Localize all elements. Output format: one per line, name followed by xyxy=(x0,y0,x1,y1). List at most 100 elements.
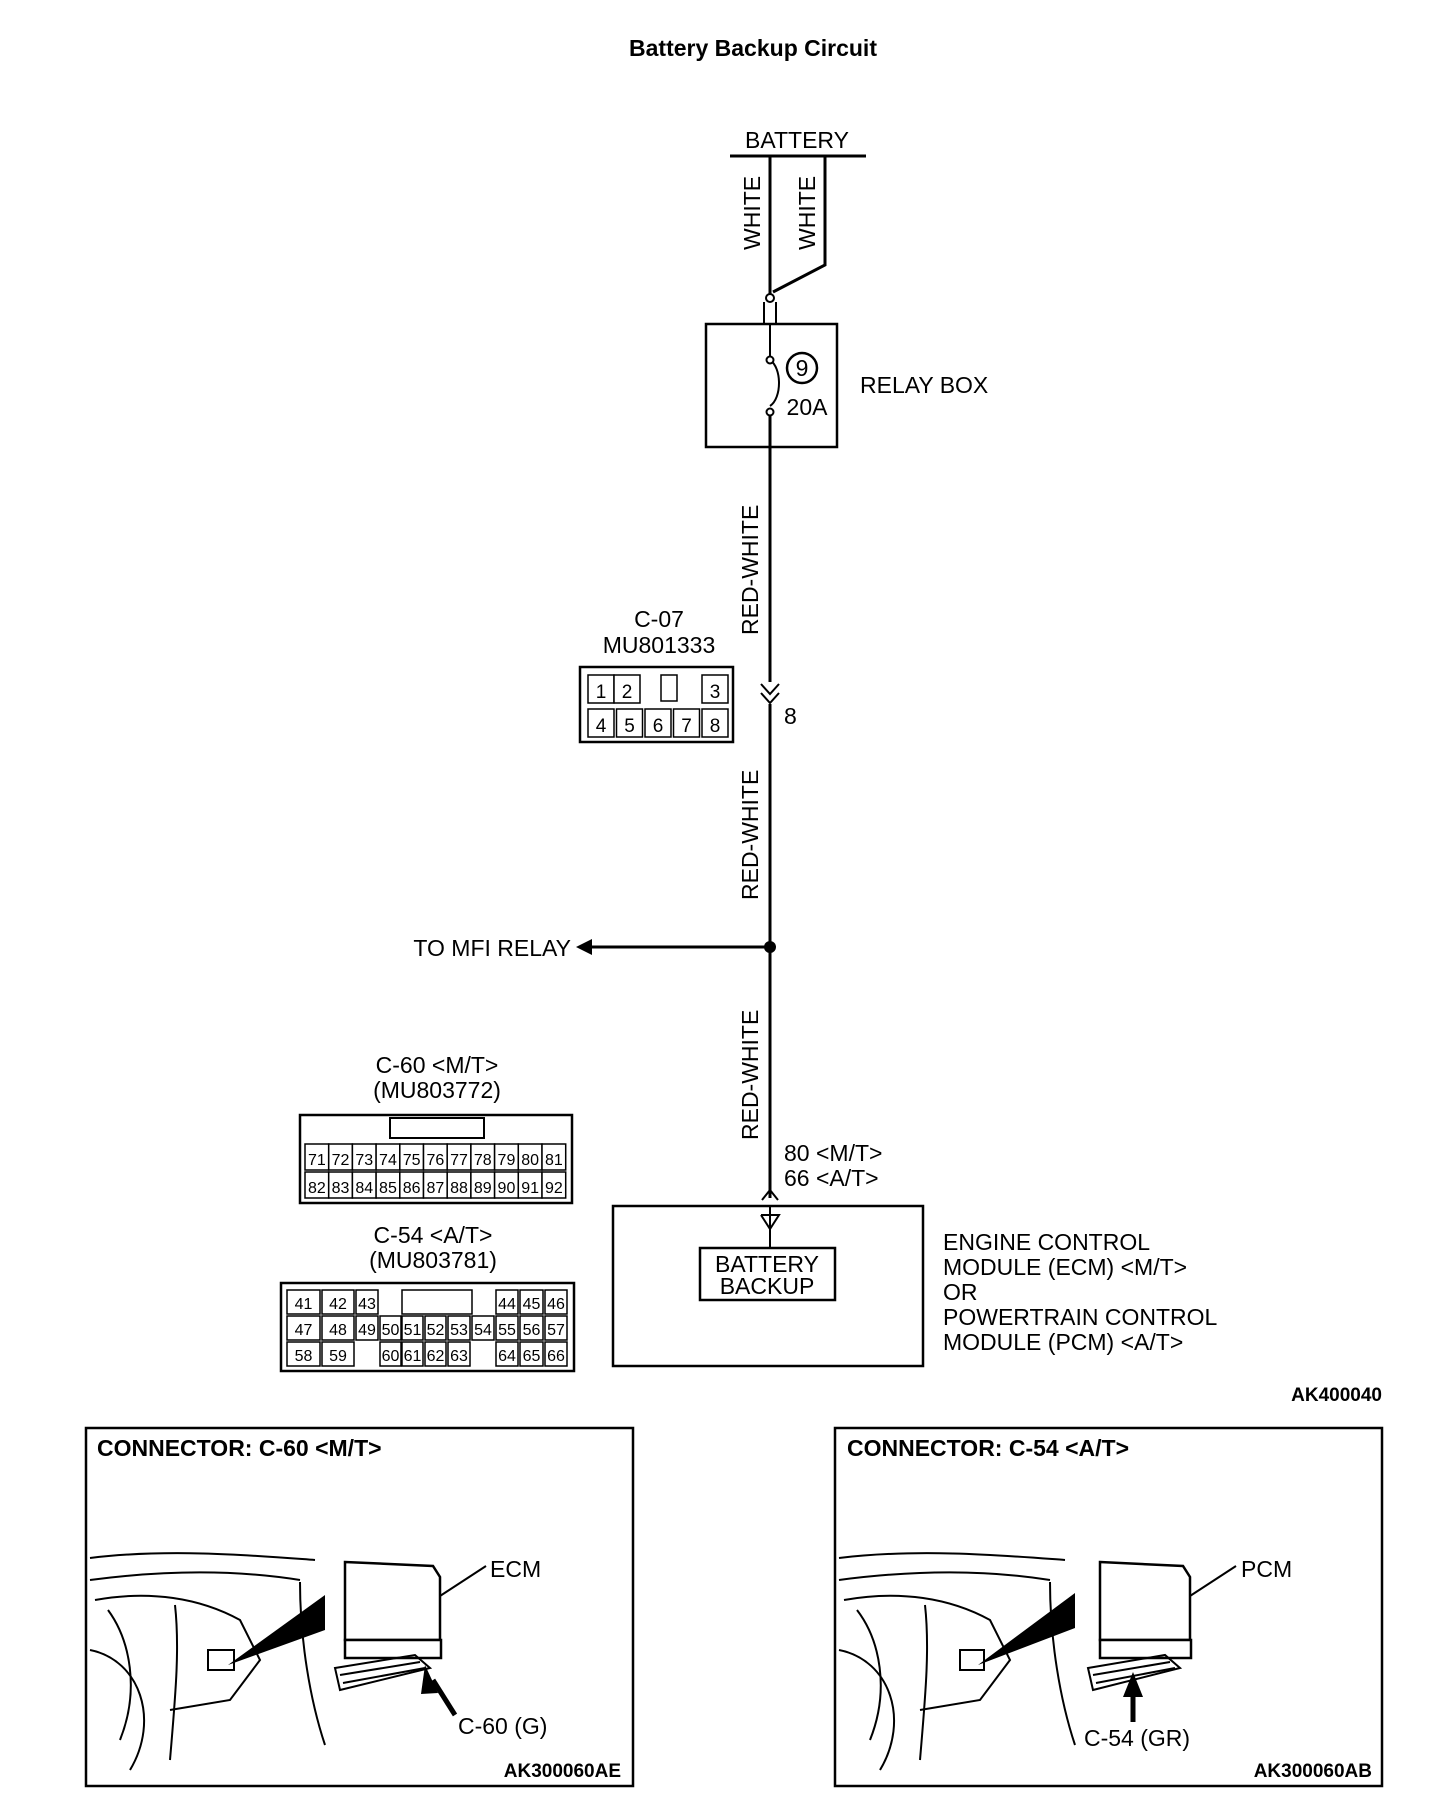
c60-lock-tab xyxy=(389,1117,485,1139)
pin-number: 78 xyxy=(474,1152,492,1169)
battery-backup-line1: BATTERY xyxy=(715,1251,819,1277)
fuse-terminal-bottom xyxy=(765,407,775,417)
pin-number: 86 xyxy=(403,1180,421,1197)
pin-cell xyxy=(355,1289,379,1315)
pin-number: 73 xyxy=(355,1152,373,1169)
pin-cell xyxy=(401,1341,424,1367)
pin-cell xyxy=(541,1143,567,1171)
dashboard-illustration-left xyxy=(89,1552,326,1771)
pcm-module-illustration xyxy=(1086,1560,1193,1692)
pin-cell xyxy=(519,1289,544,1315)
panel-right-code: AK300060AB xyxy=(1254,1761,1372,1782)
pin-number: 77 xyxy=(450,1152,468,1169)
wire-color-red-white-3: RED-WHITE xyxy=(737,1010,763,1140)
pin-cell xyxy=(495,1341,519,1367)
c54-arrow-head xyxy=(1123,1672,1143,1697)
pin-number: 6 xyxy=(653,716,664,737)
fuse-number-circle xyxy=(785,351,819,385)
pin-number: 88 xyxy=(450,1180,468,1197)
pin-cell xyxy=(544,1315,568,1341)
white-wire-right xyxy=(772,156,827,294)
panel-left-connector: C-60 (G) xyxy=(458,1713,547,1739)
fuse-number: 9 xyxy=(796,355,809,381)
pin-cell xyxy=(544,1289,568,1315)
pin-number: 44 xyxy=(498,1296,516,1313)
pin-number: 60 xyxy=(382,1348,400,1365)
ecm-label-line1: ENGINE CONTROL xyxy=(943,1229,1150,1255)
pin-number: 89 xyxy=(474,1180,492,1197)
ecm-pin-at: 66 <A/T> xyxy=(784,1165,879,1191)
pin-cell xyxy=(424,1315,447,1341)
pin-number: 61 xyxy=(404,1348,422,1365)
pin-cell xyxy=(401,1315,424,1341)
pin-number: 76 xyxy=(426,1152,444,1169)
pin-cell xyxy=(447,1341,471,1367)
pin-cell xyxy=(644,708,672,738)
pin-number: 55 xyxy=(498,1322,516,1339)
c07-pin-label: 8 xyxy=(784,703,797,729)
c60-part: (MU803772) xyxy=(373,1077,501,1103)
pin-number: 65 xyxy=(523,1348,541,1365)
wire-color-white-right: WHITE xyxy=(794,176,820,250)
pin-number: 59 xyxy=(329,1348,347,1365)
pin-number: 58 xyxy=(295,1348,313,1365)
pin-number: 47 xyxy=(295,1322,313,1339)
pin-cell xyxy=(701,708,729,738)
battery-backup-block xyxy=(698,1246,837,1302)
pin-number: 41 xyxy=(295,1296,313,1313)
pin-number: 4 xyxy=(596,716,607,737)
panel-right-module: PCM xyxy=(1241,1556,1292,1582)
panel-right-connector: C-54 (GR) xyxy=(1084,1725,1190,1751)
pin-number: 51 xyxy=(404,1322,422,1339)
pin-number: 80 xyxy=(521,1152,539,1169)
diagram-code: AK400040 xyxy=(1291,1385,1382,1406)
pin-number: 84 xyxy=(355,1180,373,1197)
pin-number: 53 xyxy=(450,1322,468,1339)
pin-number: 5 xyxy=(624,716,635,737)
pin-number: 90 xyxy=(498,1180,516,1197)
c54-key-slot xyxy=(401,1289,473,1315)
pin-number: 74 xyxy=(379,1152,397,1169)
pin-number: 63 xyxy=(450,1348,468,1365)
pin-number: 52 xyxy=(427,1322,445,1339)
c07-name: C-07 xyxy=(634,606,684,632)
ecm-label-line5: MODULE (PCM) <A/T> xyxy=(943,1329,1183,1355)
c07-connector-mark-bottom xyxy=(760,692,780,705)
pin-cell xyxy=(471,1315,495,1341)
c60-name: C-60 <M/T> xyxy=(376,1052,499,1078)
pin-number: 75 xyxy=(403,1152,421,1169)
c07-part: MU801333 xyxy=(603,632,716,658)
pin-cell xyxy=(541,1171,567,1199)
pin-cell xyxy=(613,674,641,704)
battery-backup-line2: BACKUP xyxy=(720,1273,815,1299)
pin-cell xyxy=(519,1341,544,1367)
c54-part: (MU803781) xyxy=(369,1247,497,1273)
pin-number: 57 xyxy=(547,1322,565,1339)
pin-cell xyxy=(286,1315,321,1341)
pin-number: 92 xyxy=(545,1180,563,1197)
panel-right-title: CONNECTOR: C-54 <A/T> xyxy=(847,1435,1129,1461)
wire-color-white-left: WHITE xyxy=(739,176,765,250)
mfi-relay-arrow xyxy=(576,939,592,955)
pin-number: 87 xyxy=(426,1180,444,1197)
pin-cell xyxy=(672,708,701,738)
splice-terminal xyxy=(765,293,775,303)
panel-left-title: CONNECTOR: C-60 <M/T> xyxy=(97,1435,382,1461)
pin-number: 72 xyxy=(332,1152,350,1169)
relay-box-label: RELAY BOX xyxy=(860,372,988,398)
pin-number: 49 xyxy=(358,1322,376,1339)
to-mfi-relay-label: TO MFI RELAY xyxy=(413,935,571,961)
pin-number: 56 xyxy=(523,1322,541,1339)
pcm-leader-line xyxy=(1189,1565,1237,1597)
pin-cell xyxy=(321,1289,355,1315)
pin-number: 82 xyxy=(308,1180,326,1197)
pin-number: 42 xyxy=(329,1296,347,1313)
ecm-pin-mt: 80 <M/T> xyxy=(784,1140,882,1166)
c07-connector-mark-top xyxy=(760,683,780,696)
pin-number: 81 xyxy=(545,1152,563,1169)
pin-cell xyxy=(379,1341,402,1367)
